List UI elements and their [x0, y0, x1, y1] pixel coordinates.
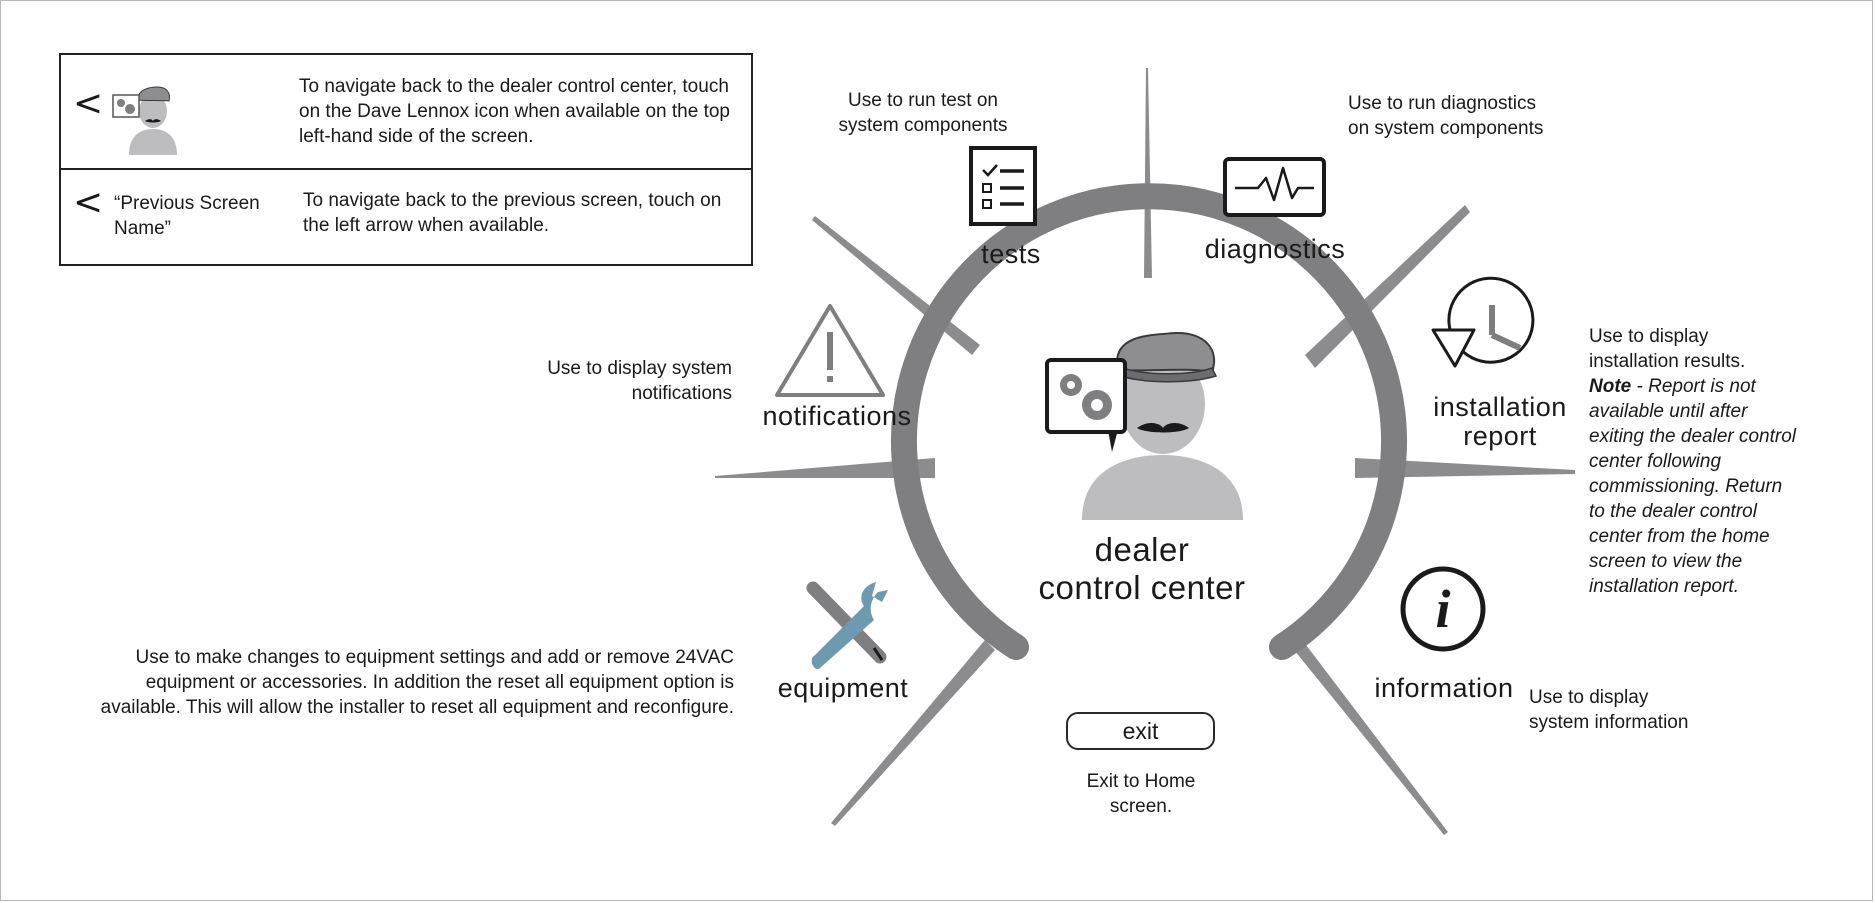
center-label-1: dealer	[1094, 531, 1190, 568]
tests-icon	[969, 146, 1037, 226]
installation-report-note-label: Note	[1589, 376, 1632, 397]
tests-description: Use to run test on system components	[838, 90, 1008, 136]
exit-button[interactable]: exit	[1066, 712, 1215, 750]
dave-lennox-small-icon	[112, 86, 177, 155]
exit-description: Exit to Home screen.	[1086, 771, 1196, 817]
diagnostics-button[interactable]: diagnostics	[1204, 234, 1346, 264]
dave-lennox-icon	[1045, 331, 1243, 520]
dealer-icon-note: To navigate back to the dealer control c…	[299, 76, 730, 147]
spoke-top	[1144, 68, 1152, 278]
dealer-control-center-label: dealer control center	[1012, 531, 1272, 607]
previous-screen-note: To navigate back to the previous screen,…	[303, 190, 722, 236]
spoke-bottom-right	[1290, 637, 1448, 835]
spoke-right	[1355, 458, 1575, 478]
info-icon: i	[1400, 566, 1486, 652]
navigation-legend: < To navigate back to the dealer control…	[59, 53, 753, 266]
legend-row-dealer: < To navigate back to the dealer control…	[61, 55, 751, 170]
spoke-top-right	[1305, 205, 1470, 368]
chevron-left-icon: <	[73, 182, 104, 223]
information-description: Use to display system information	[1529, 687, 1689, 733]
installation-report-description: Use to display installation results. Not…	[1589, 324, 1803, 599]
equipment-description: Use to make changes to equipment setting…	[100, 647, 734, 718]
svg-text:i: i	[1435, 579, 1450, 639]
installation-report-button[interactable]: installation report	[1425, 393, 1575, 451]
information-button[interactable]: information	[1374, 673, 1514, 703]
tests-button[interactable]: tests	[981, 239, 1041, 269]
equipment-button[interactable]: equipment	[777, 673, 909, 703]
spoke-left	[715, 458, 935, 478]
installation-report-note: - Report is not available until after ex…	[1589, 376, 1797, 597]
notifications-button[interactable]: notifications	[762, 401, 912, 431]
center-label-2: control center	[1038, 569, 1246, 606]
notifications-description: Use to display system notifications	[547, 358, 732, 404]
warning-icon	[775, 304, 885, 397]
installation-report-intro: Use to display installation results.	[1589, 326, 1746, 372]
history-clock-icon	[1431, 276, 1535, 368]
dealer-ring	[891, 183, 1407, 660]
previous-screen-name: “Previous Screen Name”	[114, 193, 260, 239]
diagnostics-description: Use to run diagnostics on system compone…	[1348, 93, 1544, 139]
installation-report-label-2: report	[1463, 421, 1537, 451]
diagnostics-icon	[1223, 157, 1326, 217]
spoke-bottom-left	[831, 640, 995, 826]
installation-report-label-1: installation	[1433, 392, 1567, 422]
chevron-left-icon: <	[73, 83, 104, 124]
wrench-screwdriver-icon	[806, 581, 888, 670]
